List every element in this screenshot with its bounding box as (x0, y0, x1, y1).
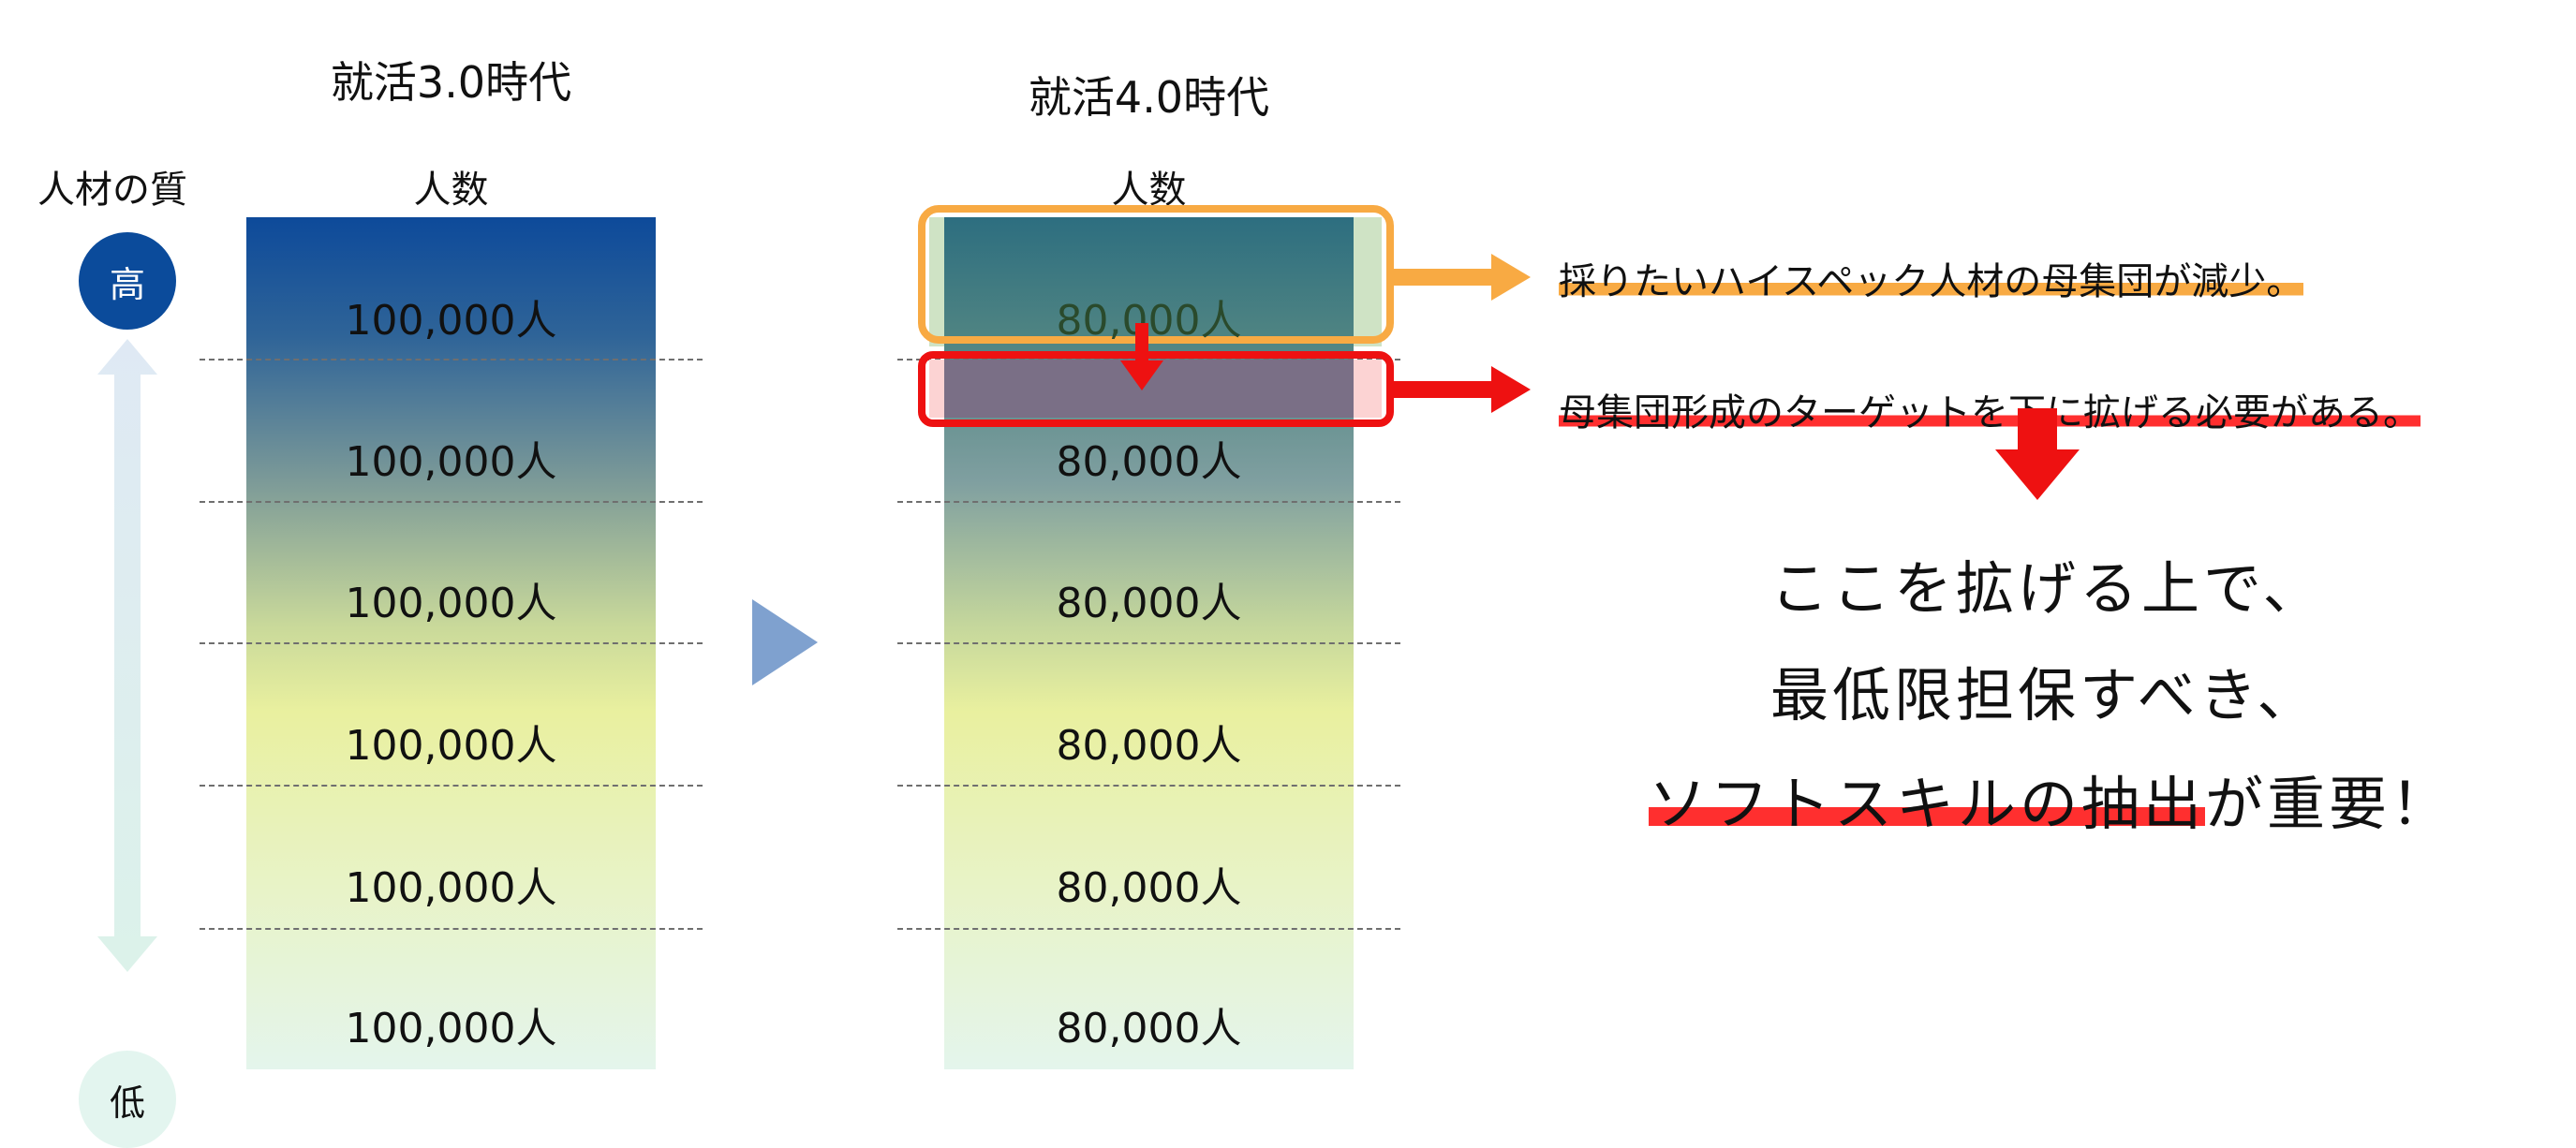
right-divider (897, 642, 1400, 644)
right-cell-value: 80,000人 (1056, 438, 1242, 486)
axis-label: 人材の質 (37, 169, 187, 212)
left-divider (200, 928, 703, 930)
expand-segment-left-fill (929, 360, 944, 418)
conclusion-line-3: ソフトスキルの抽出が重要！ (1649, 757, 2452, 841)
left-divider (200, 642, 703, 644)
right-cell-value: 80,000人 (1056, 297, 1242, 345)
conclusion-line-1: ここを拡げる上で、 (1770, 554, 2325, 623)
left-cell-value: 100,000人 (345, 722, 557, 770)
right-cell-value: 80,000人 (1056, 722, 1242, 770)
left-divider (200, 359, 703, 361)
shrunk-segment-left-fill (929, 217, 944, 346)
transition-arrow-icon (752, 599, 818, 685)
down-arrow-icon (1120, 323, 1163, 390)
conclusion-rest: が重要！ (2205, 770, 2453, 838)
expand-note-text: 母集団形成のターゲットを下に拡げる必要がある。 (1559, 391, 2421, 434)
left-cell-value: 100,000人 (345, 438, 557, 486)
left-divider (200, 785, 703, 787)
shrink-note: 採りたいハイスペック人材の母集団が減少。 (1559, 251, 2304, 305)
conclusion-highlight: ソフトスキルの抽出 (1649, 770, 2206, 838)
right-divider (897, 928, 1400, 930)
shrink-note-text: 採りたいハイスペック人材の母集団が減少。 (1559, 260, 2304, 303)
expand-segment-right-fill (1354, 360, 1382, 418)
quality-axis-arrow (97, 339, 157, 972)
quality-high-badge: 高 (79, 232, 176, 330)
target-expansion-box (918, 351, 1394, 427)
right-era-title: 就活4.0時代 (1028, 72, 1270, 123)
big-down-arrow-icon (1995, 408, 2080, 500)
right-divider (897, 501, 1400, 503)
left-cell-value: 100,000人 (345, 297, 557, 345)
left-cell-value: 100,000人 (345, 1005, 557, 1052)
right-cell-value: 80,000人 (1056, 864, 1242, 912)
left-column-header: 人数 (413, 169, 489, 212)
right-cell-value: 80,000人 (1056, 1005, 1242, 1052)
right-divider (897, 785, 1400, 787)
conclusion-line-2: 最低限担保すべき、 (1770, 661, 2319, 729)
left-cell-value: 100,000人 (345, 864, 557, 912)
right-cell-value: 80,000人 (1056, 580, 1242, 627)
left-cell-value: 100,000人 (345, 580, 557, 627)
orange-right-arrow-icon (1394, 254, 1531, 301)
high-spec-segment-box (918, 205, 1394, 344)
left-era-title: 就活3.0時代 (330, 57, 572, 108)
expand-note: 母集団形成のターゲットを下に拡げる必要がある。 (1559, 382, 2421, 436)
red-right-arrow-icon (1394, 366, 1531, 413)
left-divider (200, 501, 703, 503)
quality-low-badge: 低 (79, 1051, 176, 1148)
right-column-header: 人数 (1111, 169, 1187, 212)
